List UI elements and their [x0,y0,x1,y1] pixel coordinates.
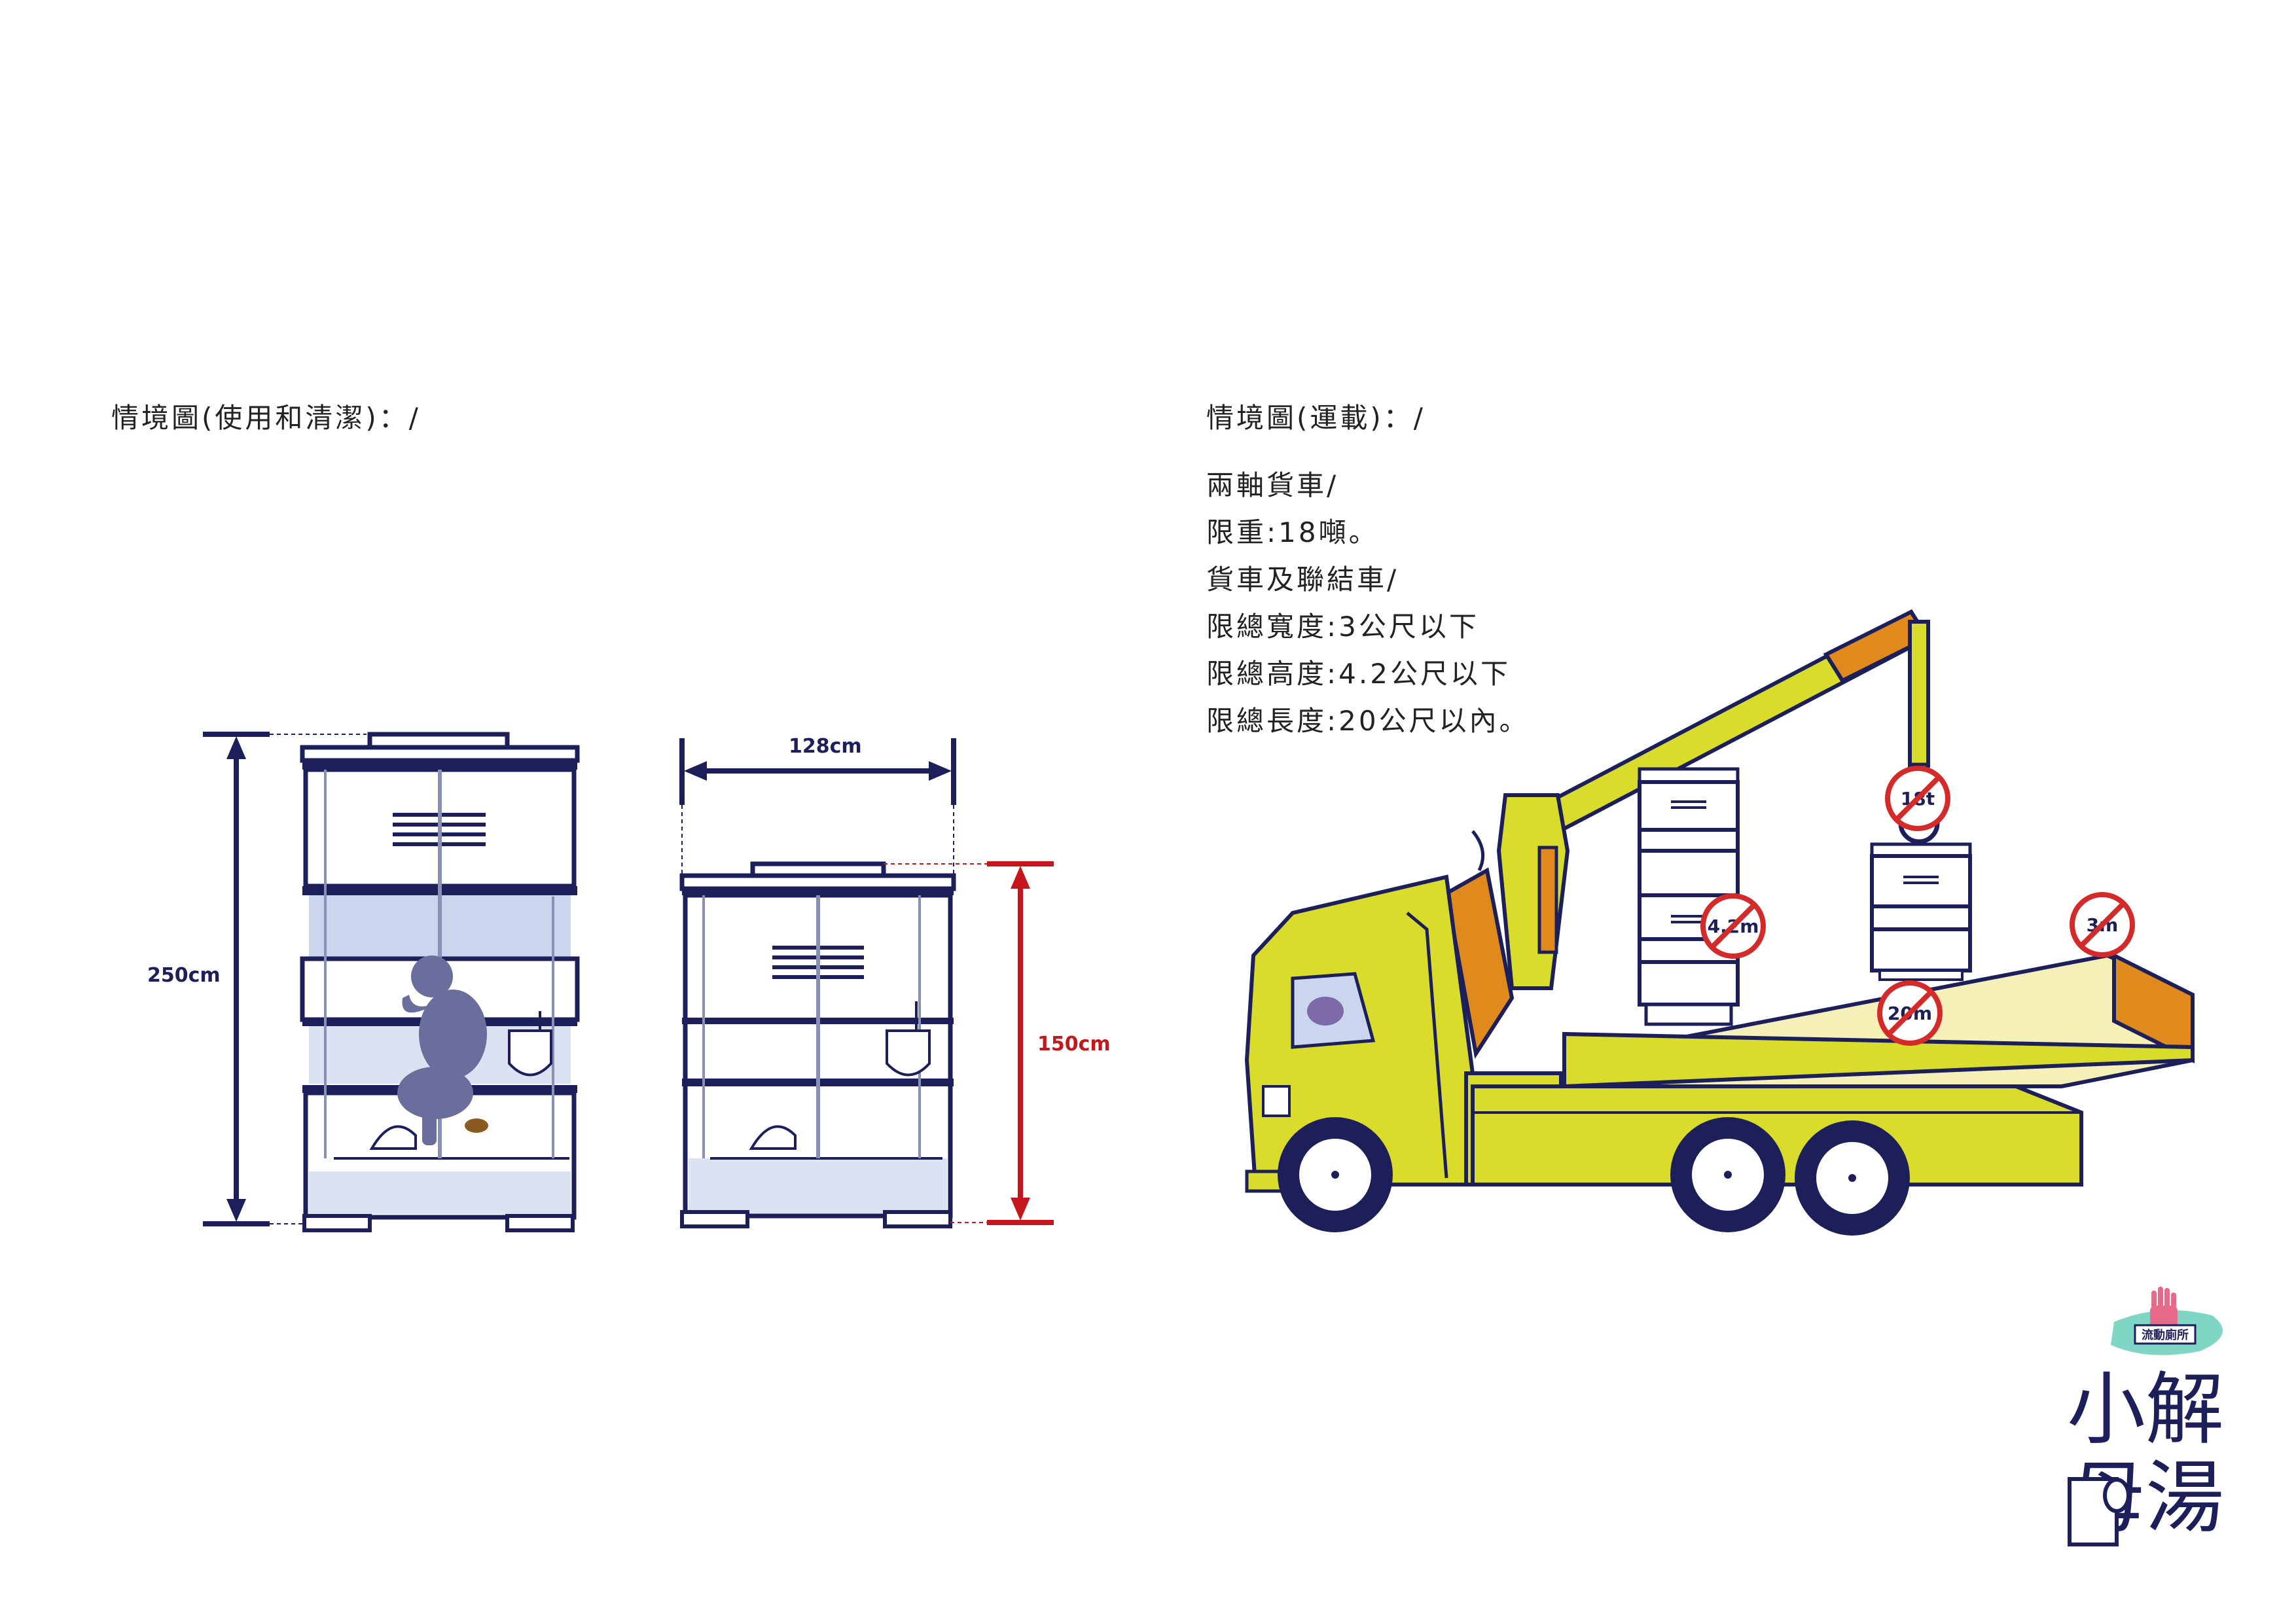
left-caption: 情境圖(使用和清潔)：/ [111,402,421,434]
toilet-unit-in-use [300,732,580,1232]
toilet-unit-lifted [1870,842,1972,981]
right-caption: 情境圖(運載)：/ [1206,402,1426,434]
note-line: 限重:18噸。 [1206,516,1379,548]
height-dimension-150: 150cm [884,861,1111,1225]
height-limit-sign: 4.2m [1700,893,1766,959]
toilet-paper-icon [2068,1477,2130,1546]
length-limit-sign: 20m [1877,980,1943,1046]
width-label-128: 128cm [789,735,862,758]
hand-icon [2150,1287,2178,1329]
weight-limit-sign: 18t [1885,766,1950,831]
note-line: 兩軸貨車/ [1206,469,1339,501]
note-line: 限總長度:20公尺以內。 [1206,705,1530,737]
poop-icon [465,1118,488,1133]
person-silhouette [397,955,487,1145]
width-limit-sign: 3m [2070,892,2135,957]
logo-badge-text: 流動廁所 [2142,1328,2189,1342]
toilet-unit-transport [679,861,956,1228]
note-line: 限總寬度:3公尺以下 [1206,611,1479,643]
crane-truck [1244,609,2195,1236]
note-line: 限總高度:4.2公尺以下 [1206,658,1511,690]
height-label-250: 250cm [147,964,221,987]
brand-logo: 流動廁所 小解 母湯 [2067,1287,2224,1546]
toilet-units-stacked [1638,767,1740,1026]
height-label-150: 150cm [1037,1033,1111,1056]
width-dimension-128: 128cm [679,735,956,876]
height-dimension-250: 250cm [147,732,367,1226]
logo-line-1: 小解 [2067,1364,2224,1455]
note-line: 貨車及聯結車/ [1206,563,1399,596]
